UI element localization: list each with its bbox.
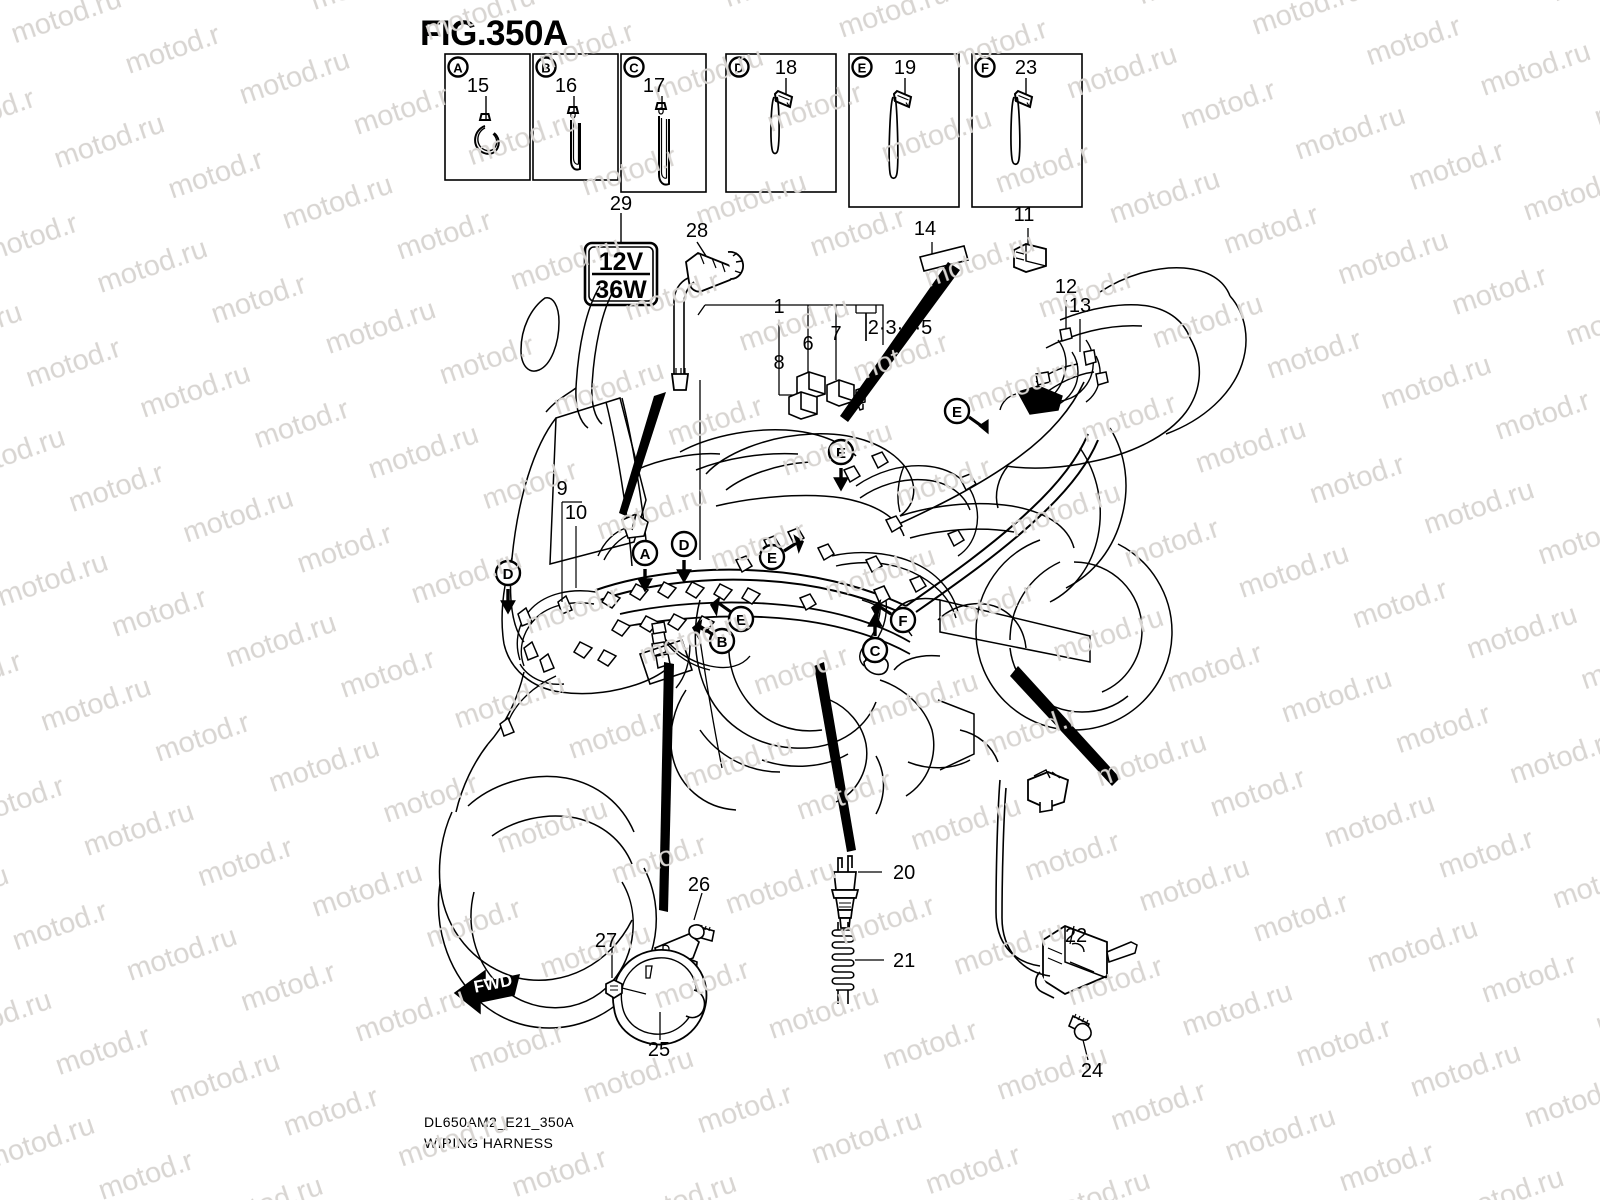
callout-7: 7: [830, 323, 841, 345]
callout-10: 10: [565, 502, 587, 524]
callout-26: 26: [688, 874, 710, 896]
callout-22: 22: [1065, 925, 1087, 947]
legend-number-15: 15: [467, 75, 489, 97]
callout-20: 20: [893, 862, 915, 884]
callout-25: 25: [648, 1039, 670, 1061]
callout-1: 1: [773, 296, 784, 318]
callout-27: 27: [595, 930, 617, 952]
legend-number-18: 18: [775, 57, 797, 79]
legend-number-16: 16: [555, 75, 577, 97]
bulb-wattage: 36W: [595, 276, 647, 304]
callout-29: 29: [610, 193, 632, 215]
callout-28: 28: [686, 220, 708, 242]
callout-2345: 2·3·4·5: [868, 317, 932, 339]
callout-24: 24: [1081, 1060, 1103, 1082]
callout-9: 9: [556, 478, 567, 500]
callout-8: 8: [773, 352, 784, 374]
callout-6: 6: [802, 333, 813, 355]
legend-number-23: 23: [1015, 57, 1037, 79]
callout-11: 11: [1014, 204, 1035, 226]
legend-number-19: 19: [894, 57, 916, 79]
callout-14: 14: [914, 218, 936, 240]
legend-number-17: 17: [643, 75, 665, 97]
bulb-voltage: 12V: [599, 248, 644, 276]
callout-13: 13: [1069, 295, 1091, 317]
callout-21: 21: [893, 950, 915, 972]
